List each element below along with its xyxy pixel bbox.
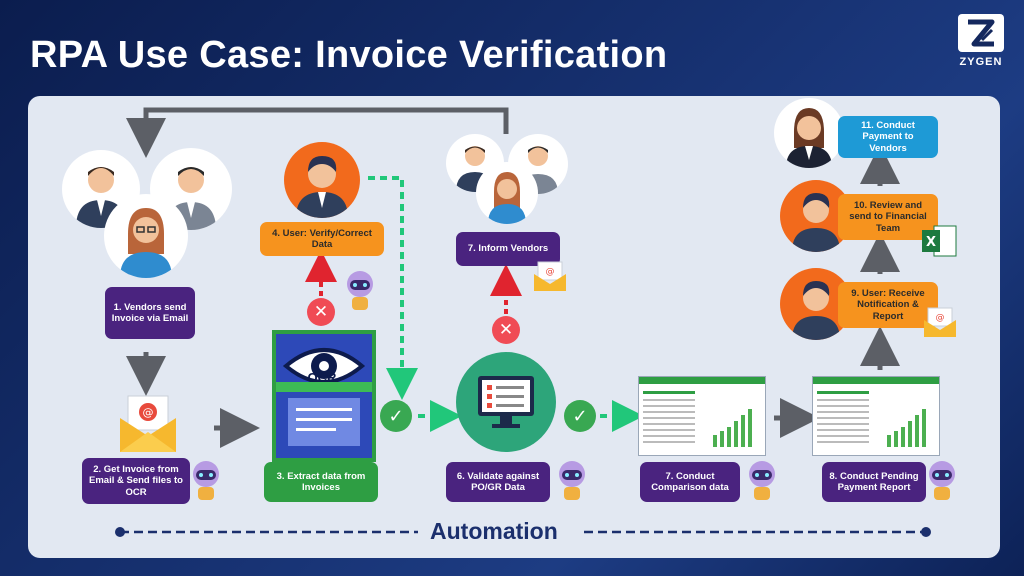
page-title: RPA Use Case: Invoice Verification [30,34,668,76]
ocr-document [272,330,380,462]
step-9-label: 9. User: Receive Notification & Report [838,282,938,328]
user-avatar-payment [774,98,844,168]
robot-icon [922,458,962,502]
check-icon: ✓ [380,400,412,432]
step-11-label: 11. Conduct Payment to Vendors [838,116,938,158]
svg-text:@: @ [936,313,945,323]
vendor-avatar-1 [62,150,140,228]
reject-icon: ✕ [307,298,335,326]
svg-text:@: @ [546,267,555,277]
step-6-label: 6. Validate against PO/GR Data [446,462,550,502]
robot-icon [552,458,592,502]
report-spreadsheet [812,376,940,456]
validate-monitor-icon [456,352,556,452]
automation-label: Automation [430,518,558,544]
robot-icon [340,268,380,312]
email-envelope-icon: @ [116,392,180,454]
step-8-label: 8. Conduct Pending Payment Report [822,462,926,502]
email-envelope-icon: @ [922,306,958,338]
step-4-label: 4. User: Verify/Correct Data [260,222,384,256]
email-envelope-icon: @ [532,260,568,292]
step-2-label: 2. Get Invoice from Email & Send files t… [82,458,190,504]
step-3-label: 3. Extract data from Invoices [264,462,378,502]
vendor-avatar-small-3 [476,162,538,224]
robot-icon [742,458,782,502]
svg-text:X: X [926,235,936,250]
ocr-label: OCR [307,370,337,385]
comparison-spreadsheet [638,376,766,456]
vendor-avatar-3 [104,194,188,278]
reject-icon: ✕ [492,316,520,344]
zygen-logo [958,14,1004,52]
excel-icon: X [920,224,958,258]
brand-name: ZYGEN [959,56,1003,68]
user-avatar-verify [284,142,360,218]
robot-icon [186,458,226,502]
step-7-comparison-label: 7. Conduct Comparison data [640,462,740,502]
step-10-label: 10. Review and send to Financial Team [838,194,938,240]
svg-text:@: @ [143,406,154,419]
step-1-label: 1. Vendors send Invoice via Email [105,287,195,339]
check-icon: ✓ [564,400,596,432]
step-7-inform-label: 7. Inform Vendors [456,232,560,266]
